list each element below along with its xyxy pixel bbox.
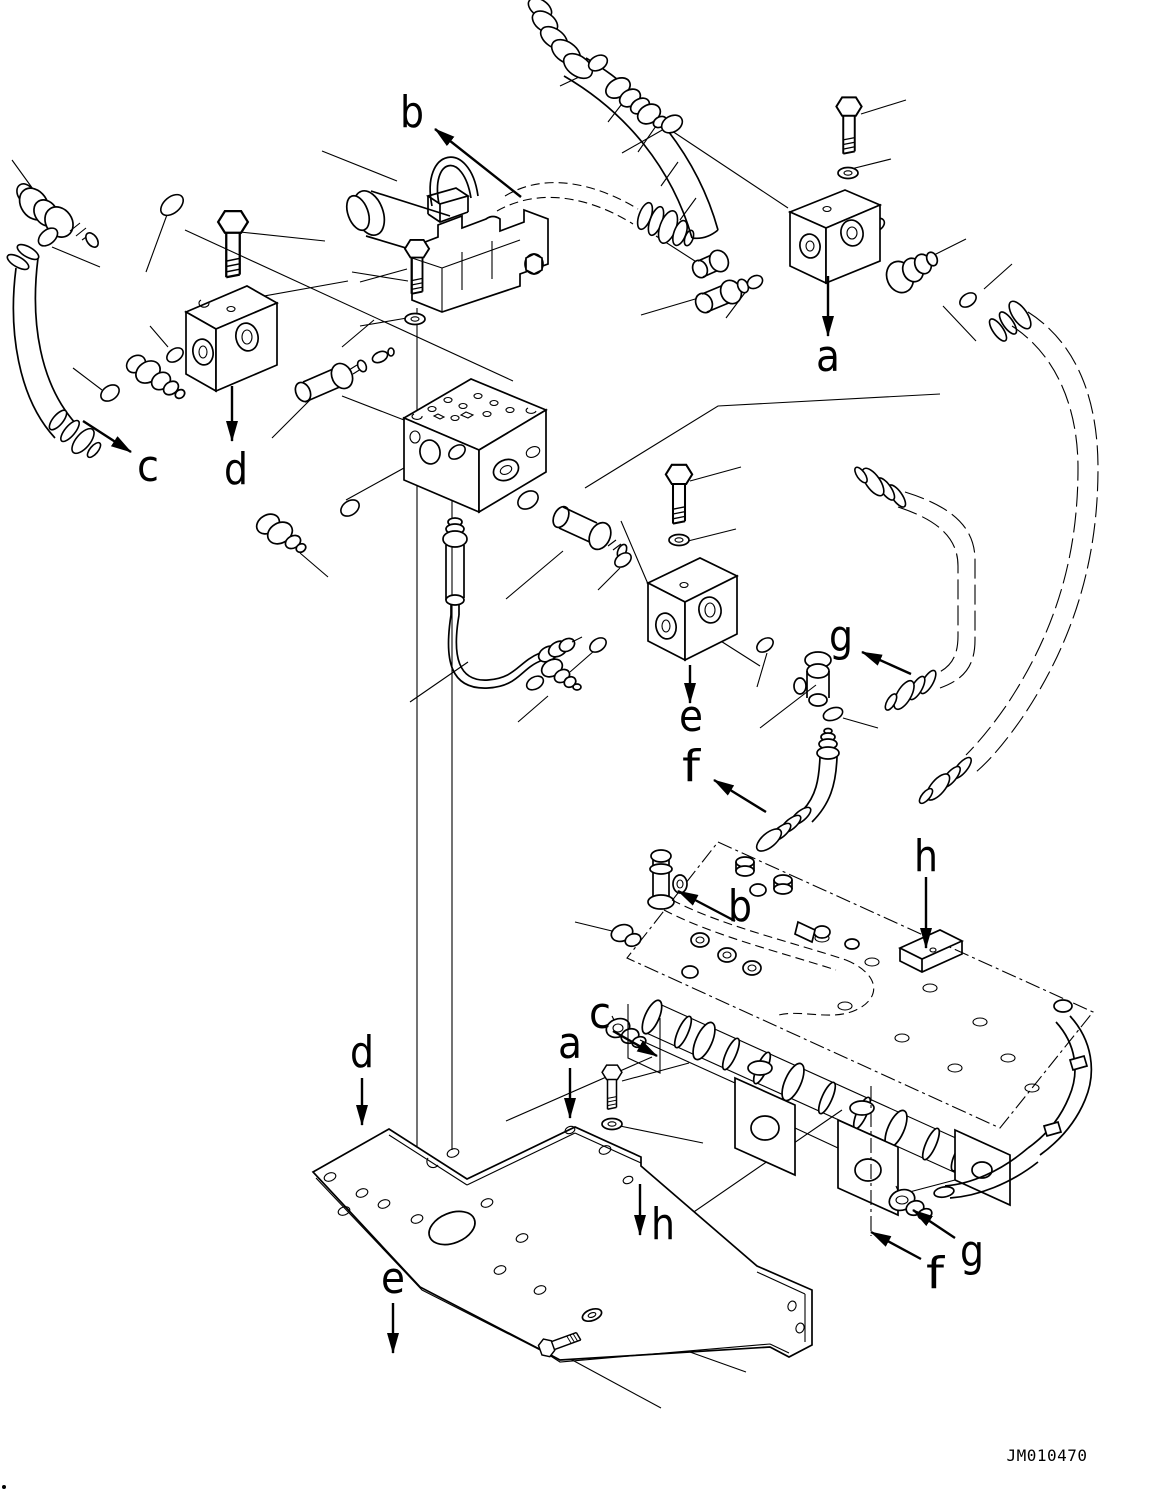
fitting-right-of-block-a: [885, 251, 939, 294]
o-ring: [660, 114, 684, 134]
check-valves-center: [691, 249, 750, 314]
callout-b-top: b: [400, 87, 424, 138]
hose-g: [854, 466, 976, 711]
o-ring: [614, 552, 632, 568]
small-fitting-center: [540, 658, 582, 691]
o-ring: [159, 193, 185, 217]
callout-g-bottom: g: [960, 1226, 984, 1277]
callout-f-mid: f: [682, 741, 702, 792]
hose-right-long: [918, 300, 1099, 805]
callout-h-plate: h: [651, 1199, 675, 1250]
o-ring: [525, 675, 545, 691]
o-ring: [37, 227, 59, 247]
top-caps-and-bolts: [681, 856, 860, 979]
valve-right-hose: [933, 999, 1093, 1199]
b-target-elbow: [647, 849, 688, 910]
hose-solenoid-to-coupling: [496, 182, 695, 247]
control-valve-assembly: [605, 841, 1094, 1236]
o-ring: [756, 637, 774, 653]
callout-c-top: c: [137, 441, 159, 492]
o-ring: [100, 384, 120, 402]
callout-b-valve: b: [728, 881, 752, 932]
o-ring: [822, 706, 844, 722]
callout-f-bottom: f: [926, 1248, 946, 1299]
callout-d-top: d: [224, 444, 248, 495]
junction-block-e: [646, 463, 739, 662]
callout-labels: c d b a e f g h b c h f g d a e: [137, 87, 984, 1304]
drawing-number: JM010470: [1006, 1446, 1087, 1465]
o-ring: [746, 274, 764, 290]
pressure-sensor: [442, 517, 583, 689]
callout-e-plate: e: [381, 1253, 405, 1304]
o-ring: [589, 637, 607, 653]
callout-h-right: h: [914, 831, 938, 882]
hose-top-center: [527, 0, 719, 240]
callout-e-mid: e: [679, 691, 703, 742]
o-ring: [166, 347, 184, 363]
o-ring: [959, 292, 977, 308]
hose-f: [755, 727, 840, 852]
callout-c-valve: c: [589, 988, 611, 1039]
direction-arrows: [82, 128, 956, 1354]
plate-washer: [601, 1117, 623, 1131]
callout-a-plate: a: [558, 1018, 582, 1069]
o-ring: [517, 490, 539, 510]
o-ring: [587, 54, 609, 72]
page-mark: [2, 1485, 6, 1489]
callout-d-plate: d: [350, 1027, 374, 1078]
solenoid-boxes: [734, 1060, 1011, 1217]
manifold-block: [402, 378, 548, 514]
elbow-fitting-g: [793, 651, 832, 707]
callout-a-top: a: [816, 331, 840, 382]
elbow-fitting-top-left: [16, 183, 99, 248]
hose-top-left: [6, 243, 102, 459]
junction-block-a: [787, 96, 883, 285]
check-valve-right-of-block-d: [294, 347, 395, 403]
solenoid-valve-b: [345, 156, 549, 326]
fitting-left-of-block-d: [125, 354, 186, 400]
callout-g-mid: g: [829, 611, 853, 662]
junction-block-d: [184, 210, 279, 393]
o-ring: [448, 444, 466, 460]
plug-fitting: [255, 513, 307, 554]
o-ring: [340, 499, 360, 517]
